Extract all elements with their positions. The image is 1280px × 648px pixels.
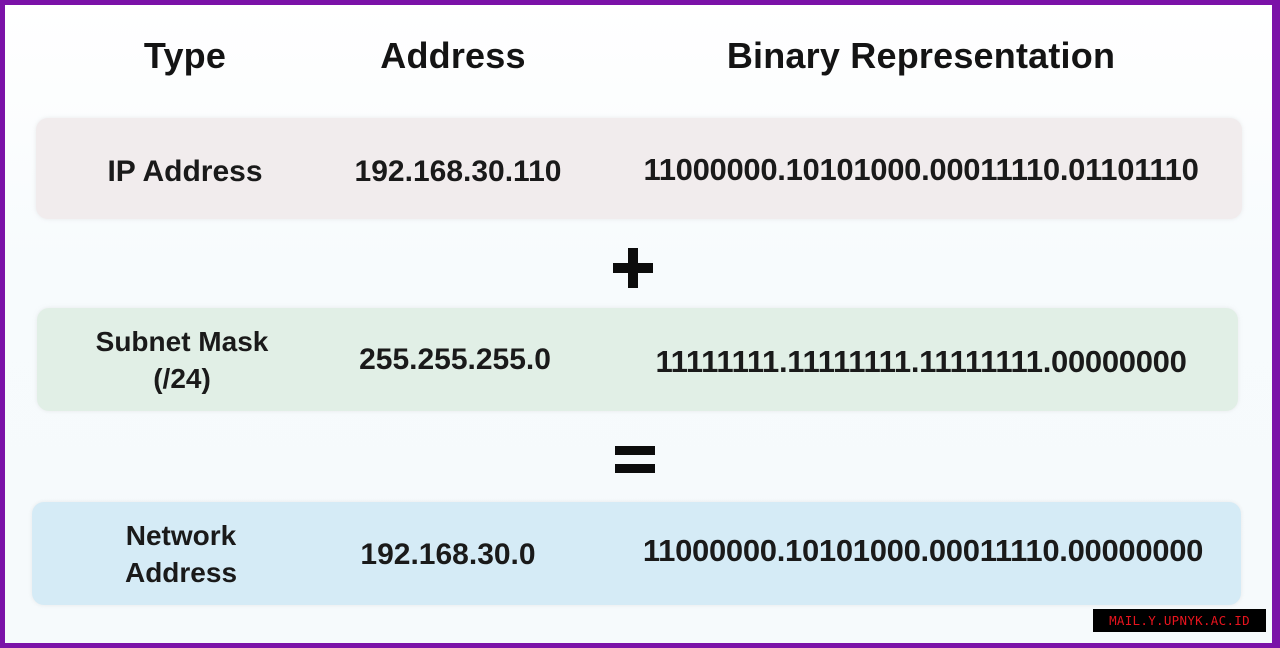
row-ip-type: IP Address [107, 155, 263, 188]
header-address: Address [380, 35, 526, 76]
row-net-type: Network Address [125, 517, 237, 591]
row-mask-type-line1: Subnet Mask [95, 326, 269, 357]
header-type: Type [143, 35, 227, 76]
row-mask-type: Subnet Mask (/24) [96, 323, 269, 397]
row-net-address-value: 192.168.30.0 [360, 538, 536, 571]
row-net-type-line1: Network [125, 520, 237, 551]
row-subnet-mask [37, 308, 1238, 411]
plus-icon [613, 248, 653, 288]
row-ip-address [36, 118, 1242, 219]
row-ip-address-value: 192.168.30.110 [354, 155, 562, 188]
header-binary-representation: Binary Representation [726, 35, 1116, 76]
watermark-label: MAIL.Y.UPNYK.AC.ID [1093, 609, 1266, 632]
equals-icon [615, 444, 655, 474]
row-net-type-line2: Address [124, 557, 238, 588]
row-mask-address-value: 255.255.255.0 [359, 343, 551, 376]
row-mask-type-line2: (/24) [153, 363, 211, 394]
row-ip-binary: 11000000.10101000.00011110.01101110 [643, 152, 1199, 187]
row-mask-binary: 11111111.11111111.11111111.00000000 [655, 344, 1187, 379]
diagram-canvas: Type Address Binary Representation IP Ad… [5, 5, 1272, 643]
row-net-binary: 11000000.10101000.00011110.00000000 [642, 533, 1204, 568]
row-network-address [32, 502, 1241, 605]
